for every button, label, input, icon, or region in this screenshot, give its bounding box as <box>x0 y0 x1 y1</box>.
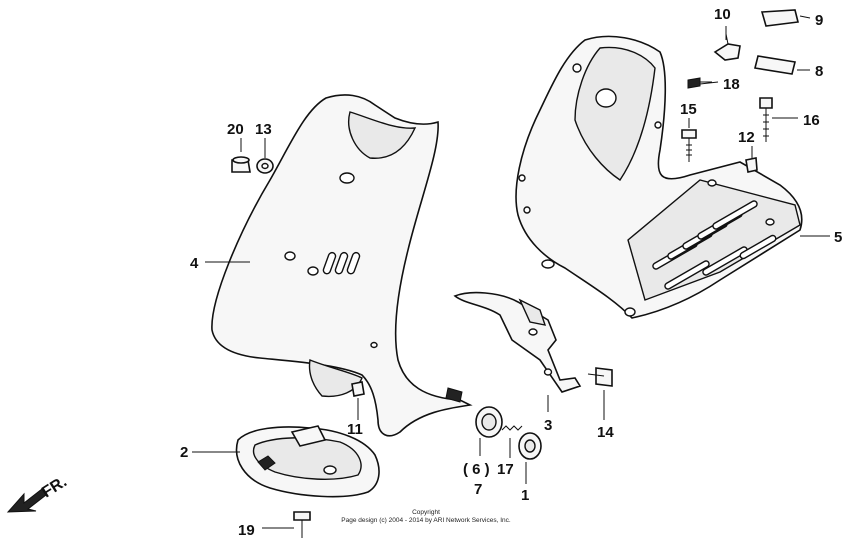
part-2-lower-cover <box>235 425 380 498</box>
part-3-bracket <box>453 291 582 393</box>
callout-13: 13 <box>255 121 272 138</box>
part-15-bolt <box>681 129 697 162</box>
part-8-label <box>754 55 796 75</box>
vent-slots <box>322 251 361 275</box>
callout-14: 14 <box>597 424 614 441</box>
part-19-screw <box>293 511 311 538</box>
part-9-label <box>760 9 799 27</box>
part-4-front-shield <box>211 94 473 437</box>
callout-2: 2 <box>180 444 188 461</box>
copyright-line-1: Copyright <box>412 509 440 516</box>
part-17-spring <box>501 425 523 431</box>
callout-7: 7 <box>474 481 482 498</box>
callout-12: 12 <box>738 129 755 146</box>
callout-18: 18 <box>723 76 740 93</box>
part-5-inner-cover <box>515 35 803 319</box>
front-arrow-icon <box>6 488 47 513</box>
callout-17: 17 <box>497 461 514 478</box>
callout-16: 16 <box>803 112 820 129</box>
callout-15: 15 <box>680 101 697 118</box>
part-13-nut <box>256 158 274 174</box>
part-10-bolt <box>713 33 741 61</box>
part-14-bolt <box>587 367 613 387</box>
copyright-notice: Copyright Page design (c) 2004 - 2014 by… <box>341 509 511 524</box>
callout-labels: 10 9 8 18 15 16 12 20 13 4 5 3 14 11 2 (… <box>180 6 842 539</box>
callout-9: 9 <box>815 12 823 29</box>
callout-6: ( 6 ) <box>463 461 490 478</box>
part-20-grommet <box>231 156 251 173</box>
callout-11: 11 <box>347 421 363 438</box>
callout-20: 20 <box>227 121 244 138</box>
part-11-clip <box>351 381 365 397</box>
part-18-screw <box>687 77 712 89</box>
callout-4: 4 <box>190 255 199 272</box>
part-1-knob <box>518 432 542 460</box>
callout-10: 10 <box>714 6 731 23</box>
part-7-knob <box>475 406 503 438</box>
copyright-line-2: Page design (c) 2004 - 2014 by ARI Netwo… <box>341 517 511 524</box>
part-12-clip <box>745 157 758 173</box>
floor-slots <box>652 200 777 290</box>
callout-3: 3 <box>544 417 552 434</box>
leader-lines <box>192 15 830 529</box>
front-direction-indicator: FR. <box>6 473 70 513</box>
callout-5: 5 <box>834 229 842 246</box>
callout-1: 1 <box>521 487 529 504</box>
callout-19: 19 <box>238 522 255 539</box>
callout-8: 8 <box>815 63 823 80</box>
part-16-bolt <box>759 97 773 142</box>
